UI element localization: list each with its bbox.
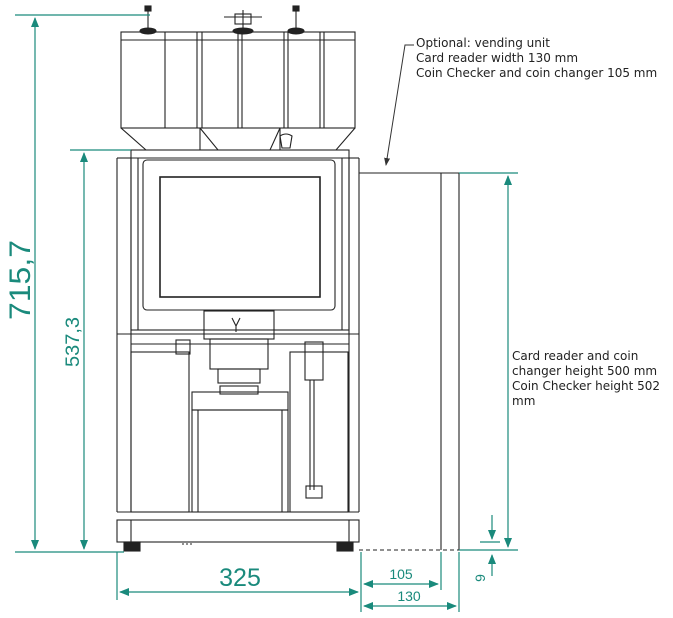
note-line: Coin Checker height 502 [512,379,661,393]
dim-105-text: 105 [389,566,413,582]
note-line: Optional: vending unit [416,36,550,50]
note-line: Coin Checker and coin changer 105 mm [416,66,658,80]
vending-unit-note: Optional: vending unit Card reader width… [416,36,657,81]
machine-body [116,149,360,512]
dim-width-text: 325 [219,564,261,592]
dim-130-text: 130 [397,588,421,604]
dispenser [191,310,289,513]
height-note: Card reader and coin changer height 500 … [512,349,660,409]
coffee-machine [116,5,460,552]
bean-hoppers [120,31,356,151]
lower-cabinet [116,333,360,552]
dim-foot-text: 9 [472,574,488,582]
note-line: mm [512,394,536,408]
note-line: Card reader and coin [512,349,639,363]
dim-body-height-text: 537,3 [63,317,84,367]
note-line: changer height 500 mm [512,364,658,378]
dim-total-height-text: 715,7 [4,240,37,320]
hopper-knobs [139,5,305,35]
dimension-labels: 715,7 537,3 325 105 130 9 [4,240,488,604]
note-line: Card reader width 130 mm [416,51,579,65]
note-leader [384,44,414,166]
vending-unit [359,172,460,551]
dimension-lines [15,14,518,612]
